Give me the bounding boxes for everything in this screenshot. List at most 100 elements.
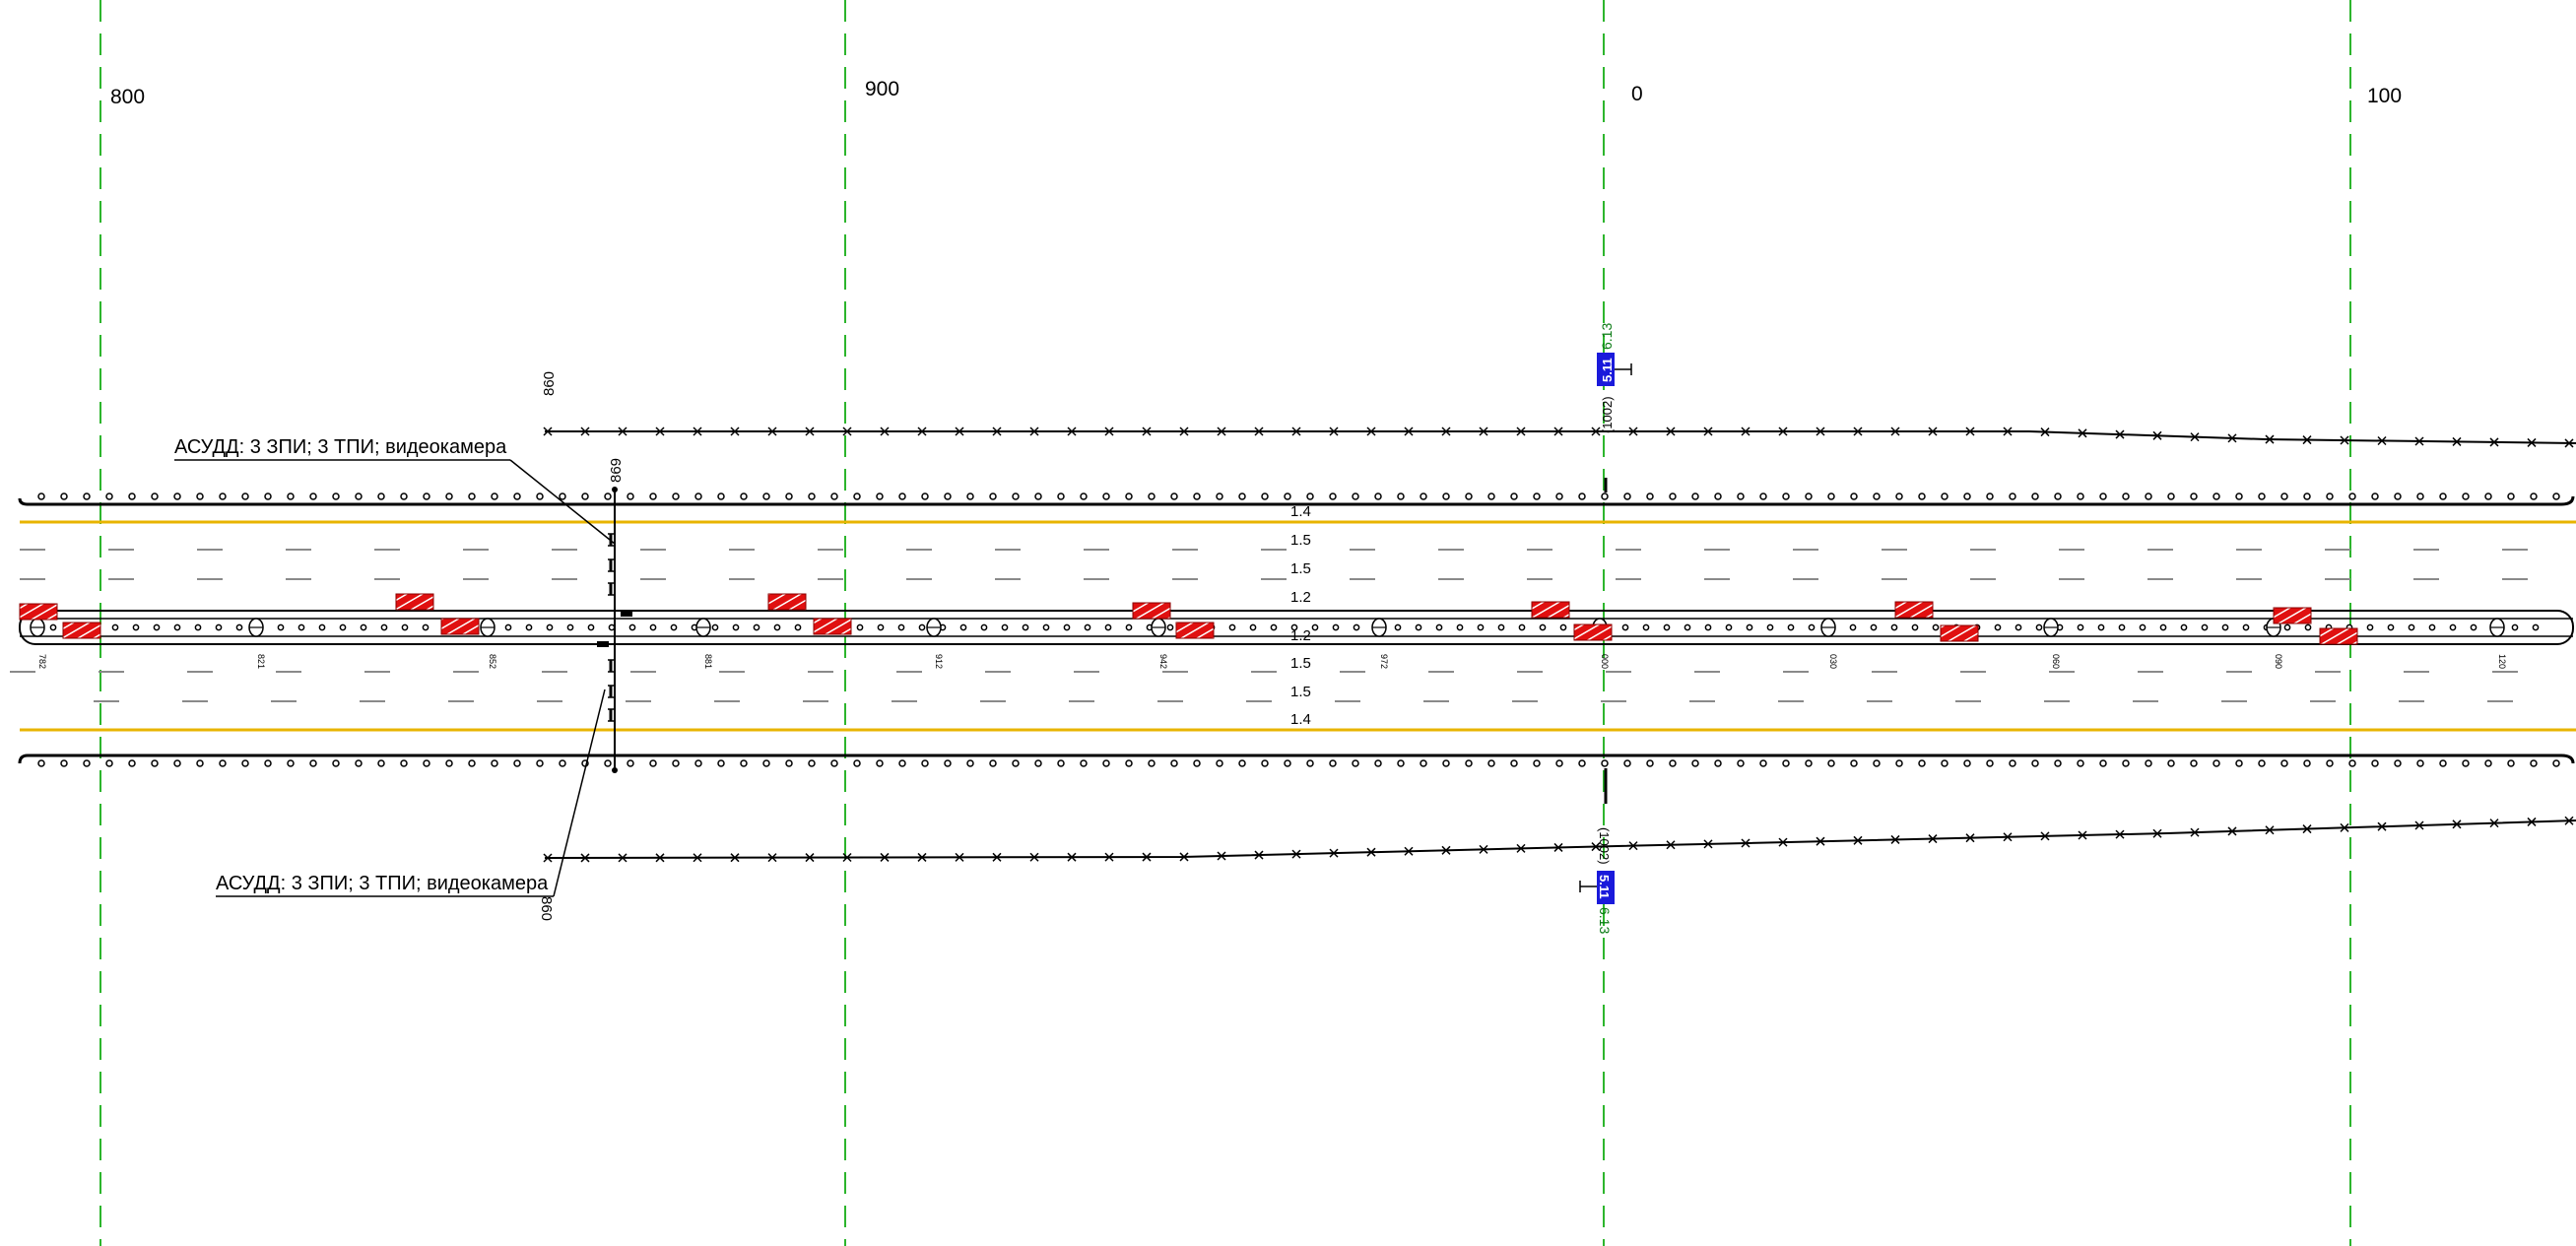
- edge-post-icon: [1850, 492, 1858, 500]
- edge-post-icon: [1873, 492, 1881, 500]
- edge-post-icon: [2507, 492, 2515, 500]
- edge-post-icon: [740, 759, 748, 767]
- red-barriers: [19, 593, 2358, 645]
- fence-cross-icon: [730, 426, 740, 436]
- lane-width-label-north: 1.5: [1290, 532, 1311, 549]
- bottom-callout-leader: [553, 689, 606, 897]
- edge-post-icon: [1827, 492, 1835, 500]
- edge-post-icon: [445, 492, 453, 500]
- edge-post-icon: [1104, 623, 1112, 631]
- median-post-label: 000: [1600, 654, 1610, 669]
- edge-post-icon: [566, 623, 574, 631]
- red-hatched-barrier-icon: [767, 593, 807, 611]
- median-post-label: 030: [1828, 654, 1838, 669]
- edge-post-icon: [2201, 623, 2209, 631]
- edge-post-icon: [853, 492, 861, 500]
- edge-post-icon: [559, 492, 566, 500]
- edge-post-icon: [785, 759, 793, 767]
- edge-post-icon: [649, 492, 657, 500]
- edge-post-icon: [1238, 759, 1246, 767]
- fence-cross-icon: [1142, 426, 1152, 436]
- fence-cross-icon: [1778, 837, 1788, 847]
- red-hatched-barrier-icon: [813, 618, 852, 635]
- edge-post-icon: [830, 492, 838, 500]
- edge-post-icon: [2122, 492, 2130, 500]
- fence-cross-icon: [955, 852, 964, 862]
- edge-post-icon: [1963, 492, 1971, 500]
- edge-post-icon: [513, 492, 521, 500]
- edge-post-icon: [1890, 623, 1898, 631]
- edge-post-icon: [1787, 623, 1795, 631]
- edge-post-icon: [1691, 759, 1699, 767]
- edge-post-icon: [921, 492, 929, 500]
- edge-post-icon: [1911, 623, 1919, 631]
- edge-post-icon: [1329, 759, 1337, 767]
- edge-post-icon: [151, 759, 159, 767]
- fence-cross-icon: [1104, 426, 1114, 436]
- fence-cross-icon: [1404, 426, 1414, 436]
- edge-post-icon: [1216, 492, 1223, 500]
- edge-post-icon: [173, 492, 181, 500]
- edge-post-icon: [794, 623, 802, 631]
- fence-cross-icon: [917, 852, 927, 862]
- south-curb-line: [18, 754, 2575, 764]
- edge-post-icon: [2031, 759, 2039, 767]
- fence-cross-icon: [580, 426, 590, 436]
- edge-post-icon: [111, 623, 119, 631]
- edge-post-icon: [235, 623, 243, 631]
- edge-post-icon: [1125, 623, 1133, 631]
- median-post-label: 782: [37, 654, 47, 669]
- edge-post-icon: [2190, 759, 2198, 767]
- edge-post-icon: [2484, 492, 2492, 500]
- north-curb-line: [18, 495, 2575, 506]
- edge-post-icon: [309, 492, 317, 500]
- edge-post-icon: [400, 492, 408, 500]
- edge-post-icon: [1080, 492, 1088, 500]
- edge-post-icon: [2097, 623, 2105, 631]
- edge-post-icon: [581, 492, 589, 500]
- camera-icon: [621, 611, 632, 617]
- lane-width-label-north: 1.2: [1290, 589, 1311, 606]
- edge-post-icon: [2326, 759, 2334, 767]
- edge-post-icon: [2462, 492, 2470, 500]
- fence-cross-icon: [2152, 430, 2162, 440]
- edge-post-icon: [196, 759, 204, 767]
- edge-post-icon: [377, 759, 385, 767]
- edge-post-icon: [1125, 759, 1133, 767]
- edge-post-icon: [400, 759, 408, 767]
- fence-cross-icon: [2414, 820, 2424, 830]
- edge-post-icon: [49, 623, 57, 631]
- median-outline: [19, 610, 2574, 645]
- edge-post-icon: [1782, 492, 1790, 500]
- edge-post-icon: [37, 492, 45, 500]
- edge-post-icon: [1397, 759, 1405, 767]
- edge-post-icon: [1510, 759, 1518, 767]
- fence-cross-icon: [917, 426, 927, 436]
- edge-post-icon: [173, 759, 181, 767]
- edge-post-icon: [2530, 759, 2538, 767]
- edge-post-icon: [2532, 623, 2540, 631]
- edge-post-icon: [1646, 492, 1654, 500]
- fence-cross-icon: [1029, 852, 1039, 862]
- edge-post-icon: [1125, 492, 1133, 500]
- edge-post-icon: [1080, 759, 1088, 767]
- edge-post-icon: [1766, 623, 1774, 631]
- lane-width-label-south: 1.5: [1290, 684, 1311, 700]
- edge-post-icon: [83, 492, 91, 500]
- fence-cross-icon: [1591, 426, 1601, 436]
- fence-cross-icon: [1628, 426, 1638, 436]
- edge-post-icon: [1420, 492, 1427, 500]
- median-post-label: 090: [2274, 654, 2283, 669]
- edge-post-icon: [944, 492, 952, 500]
- edge-post-icon: [1374, 759, 1382, 767]
- edge-post-icon: [1270, 623, 1278, 631]
- edge-post-icon: [1001, 623, 1009, 631]
- fence-cross-icon: [2190, 432, 2200, 442]
- edge-post-icon: [2159, 623, 2167, 631]
- fence-cross-icon: [2078, 830, 2087, 840]
- edge-post-icon: [853, 759, 861, 767]
- edge-post-icon: [1918, 759, 1926, 767]
- fence-cross-icon: [1666, 426, 1676, 436]
- fence-cross-icon: [2227, 433, 2237, 443]
- bottom-fence-marks: [543, 816, 2574, 863]
